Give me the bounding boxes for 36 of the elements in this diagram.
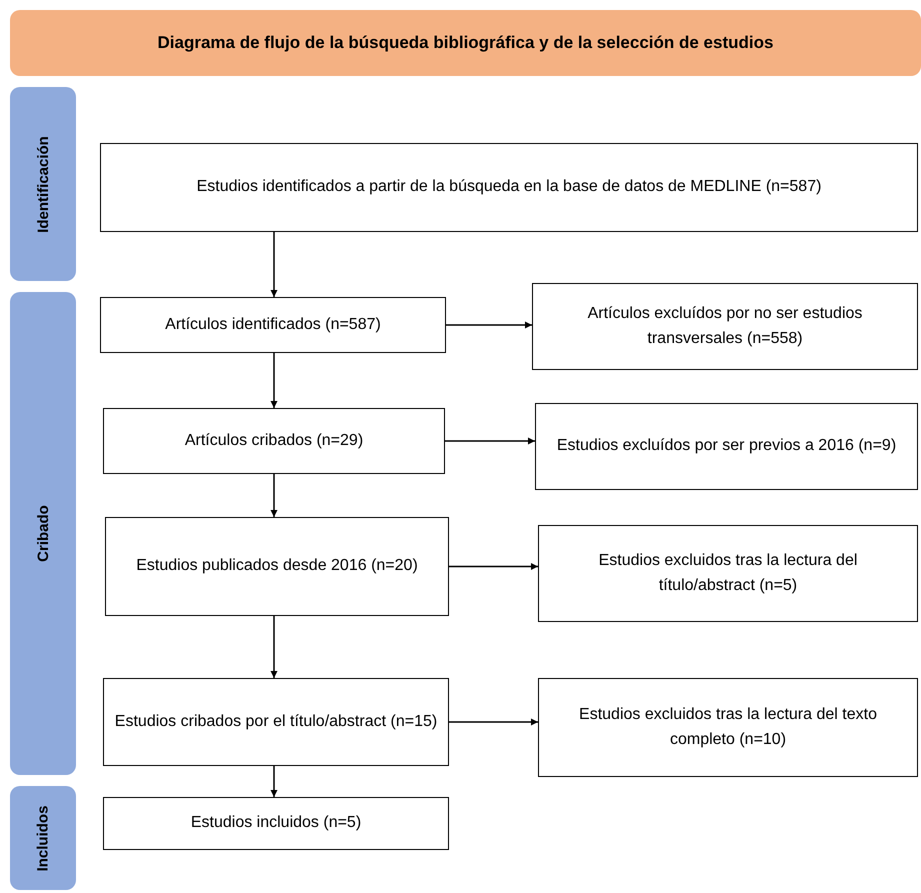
stage-band	[10, 786, 76, 890]
box-text: Artículos excluídos por no ser estudios transversales (n=558)	[586, 304, 864, 348]
arrow	[446, 322, 532, 328]
box-text: Estudios identificados a partir de la búsqueda en la base de datos de MEDLINE (n=587)	[196, 177, 822, 198]
process-box	[532, 283, 918, 370]
title-text: Diagrama de flujo de la búsqueda bibliográfica y de la selección de estudios	[158, 33, 774, 53]
stage-label: Incluidos	[34, 805, 52, 871]
arrow	[445, 438, 535, 444]
arrow	[270, 766, 278, 797]
process-box	[103, 408, 445, 474]
arrow	[270, 474, 278, 517]
process-box	[535, 403, 918, 490]
stage-label: Identificación	[34, 136, 52, 232]
box-text: Artículos identificados (n=587)	[165, 314, 381, 335]
arrow	[270, 232, 278, 297]
box-text: Estudios excluídos por ser previos a 2016 (n=9)	[556, 436, 896, 456]
box-text: Estudios cribados por el título/abstract (n=15)	[114, 712, 438, 732]
process-box	[100, 297, 446, 353]
arrow	[449, 563, 538, 570]
process-box	[105, 517, 449, 616]
box-text: Artículos cribados (n=29)	[184, 430, 364, 451]
stage-label: Cribado	[34, 505, 52, 562]
process-box	[103, 797, 449, 850]
process-box	[538, 525, 918, 622]
arrow	[270, 616, 278, 678]
stage-band	[10, 292, 76, 775]
process-box	[103, 678, 449, 766]
arrow	[270, 353, 278, 408]
arrow	[449, 718, 538, 726]
box-text: Estudios incluidos (n=5)	[190, 813, 362, 834]
process-box	[538, 678, 918, 777]
box-text: Estudios publicados desde 2016 (n=20)	[136, 556, 418, 576]
stage-band	[10, 87, 76, 281]
box-text: Estudios excluidos tras la lectura del texto completo (n=10)	[578, 704, 878, 750]
box-text: Estudios excluidos tras la lectura del título/abstract (n=5)	[598, 550, 858, 596]
process-box	[100, 143, 918, 232]
